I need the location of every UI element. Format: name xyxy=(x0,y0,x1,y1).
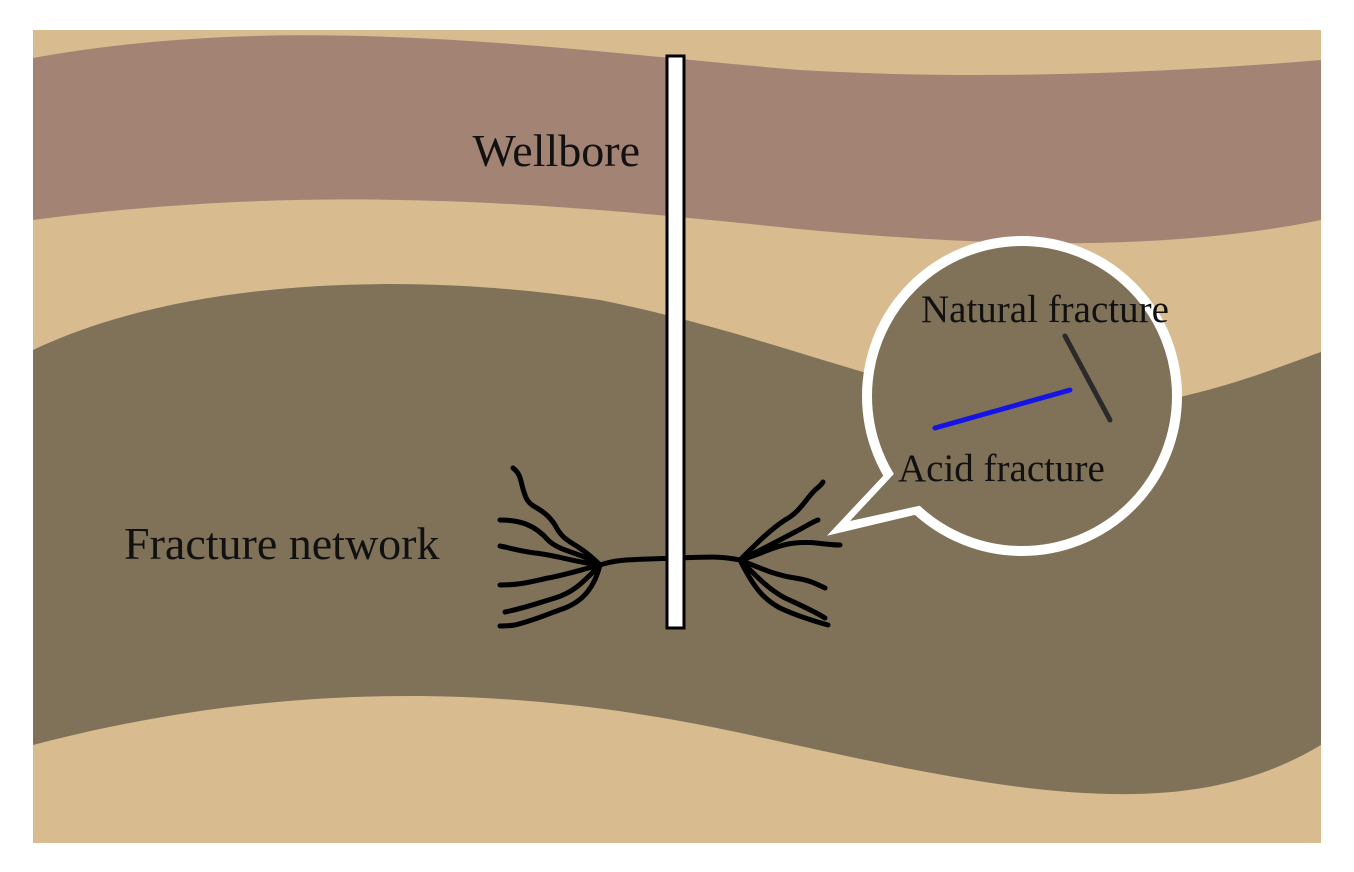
natural-fracture-line xyxy=(1062,333,1113,423)
callout-bubble xyxy=(826,236,1182,556)
fracture-branch-right-2 xyxy=(737,517,821,563)
fracture-branch-left-2 xyxy=(497,517,603,568)
callout-seam-cover xyxy=(850,462,932,521)
fracture-branch-left-3 xyxy=(497,543,603,568)
acid-fracture-line xyxy=(932,387,1073,431)
fracture-branch-right-6 xyxy=(737,557,831,628)
fracture-branch-right-5 xyxy=(737,557,828,621)
fracture-network xyxy=(497,465,843,629)
acid-fracture-label: Acid fracture xyxy=(898,447,1105,490)
fracture-branch-left-5 xyxy=(502,562,603,615)
wellbore-label: Wellbore xyxy=(473,125,640,176)
wellbore-pipe xyxy=(665,54,686,630)
fracture-branch-left-6 xyxy=(497,562,603,629)
fracture-branch-right-3 xyxy=(737,539,843,563)
callout-circle xyxy=(862,236,1182,556)
fracture-branch-left-4 xyxy=(497,562,603,588)
natural-fracture-label: Natural fracture xyxy=(921,288,1169,331)
fracture-branch-right-1 xyxy=(737,479,826,563)
fracture-network-label: Fracture network xyxy=(124,518,440,569)
fracture-branch-left-1 xyxy=(510,465,603,568)
fracture-branch-right-4 xyxy=(737,557,828,591)
